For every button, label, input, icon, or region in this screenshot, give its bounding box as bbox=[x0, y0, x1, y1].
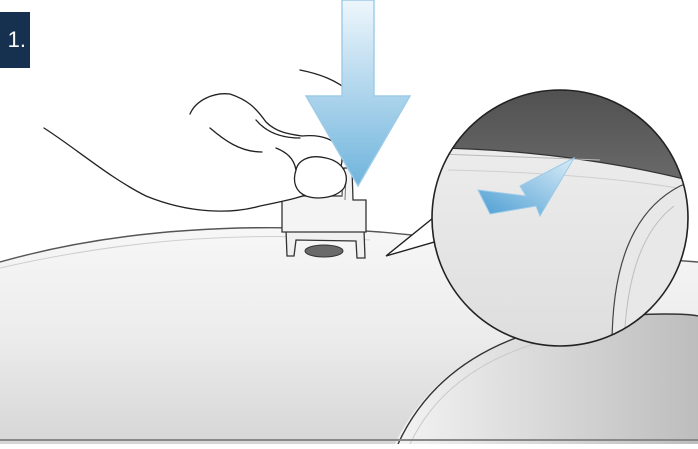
step-number-badge: 1. bbox=[0, 12, 30, 68]
step-number: 1. bbox=[8, 27, 26, 53]
hand-illustration bbox=[44, 70, 350, 211]
